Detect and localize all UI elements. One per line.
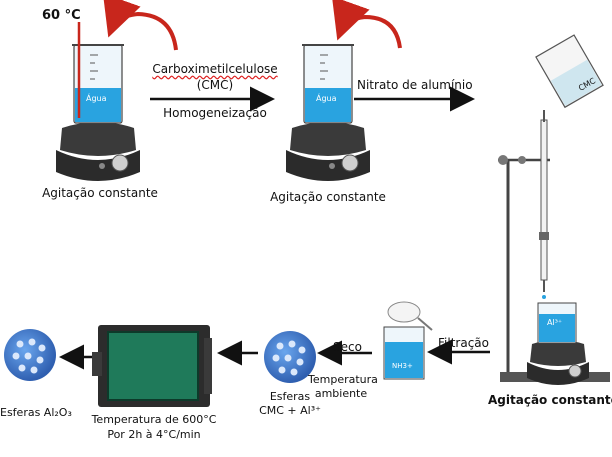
- agitacao-label-2: Agitação constante: [270, 190, 386, 204]
- red-curved-arrow-2: [331, 0, 402, 49]
- beaker-1: [72, 44, 124, 124]
- nitrato-label: Nitrato de alumínio: [357, 78, 473, 92]
- hotplate-1: [56, 122, 140, 181]
- cmc-label-line2: (CMC): [196, 78, 234, 92]
- agua-label-1: Água: [86, 94, 107, 103]
- esferas-label-line1: Esferas: [269, 390, 311, 403]
- spheres-cmc-al: [264, 331, 316, 383]
- agua-label-2: Água: [316, 94, 337, 103]
- agitacao-label-3: Agitação constante: [488, 393, 612, 407]
- agitacao-label-1: Agitação constante: [42, 186, 158, 200]
- hotplate-3: [527, 340, 589, 385]
- esferas-label-line2: CMC + Al³⁺: [259, 404, 321, 417]
- temp-ambiente-line1: Temperatura: [308, 373, 378, 386]
- beaker-2: [302, 44, 354, 124]
- spheres-al2o3: [4, 329, 56, 381]
- nh3-beaker-label: NH3+: [392, 362, 413, 370]
- esferas-final-label: Esferas Al₂O₃: [0, 406, 72, 419]
- temp-start-label: 60 °C: [42, 8, 81, 23]
- filtracao-label: Filtração: [438, 336, 489, 350]
- beaker-3: [537, 302, 577, 344]
- red-curved-arrow-1: [102, 0, 178, 51]
- forno-label-line2: Por 2h à 4°C/min: [107, 428, 201, 441]
- al3-beaker-label: Al³⁺: [547, 318, 563, 327]
- filtration-setup: [383, 301, 433, 380]
- cmc-label-line1: Carboximetilcelulose: [152, 62, 278, 76]
- oven: [92, 325, 212, 407]
- cmc-beaker-tilted: [535, 34, 604, 109]
- forno-label-line1: Temperatura de 600°C: [91, 413, 217, 426]
- seco-label: Seco: [333, 340, 362, 354]
- homog-label: Homogeneização: [163, 106, 267, 120]
- hotplate-2: [286, 122, 370, 181]
- temp-ambiente-line2: ambiente: [314, 387, 368, 400]
